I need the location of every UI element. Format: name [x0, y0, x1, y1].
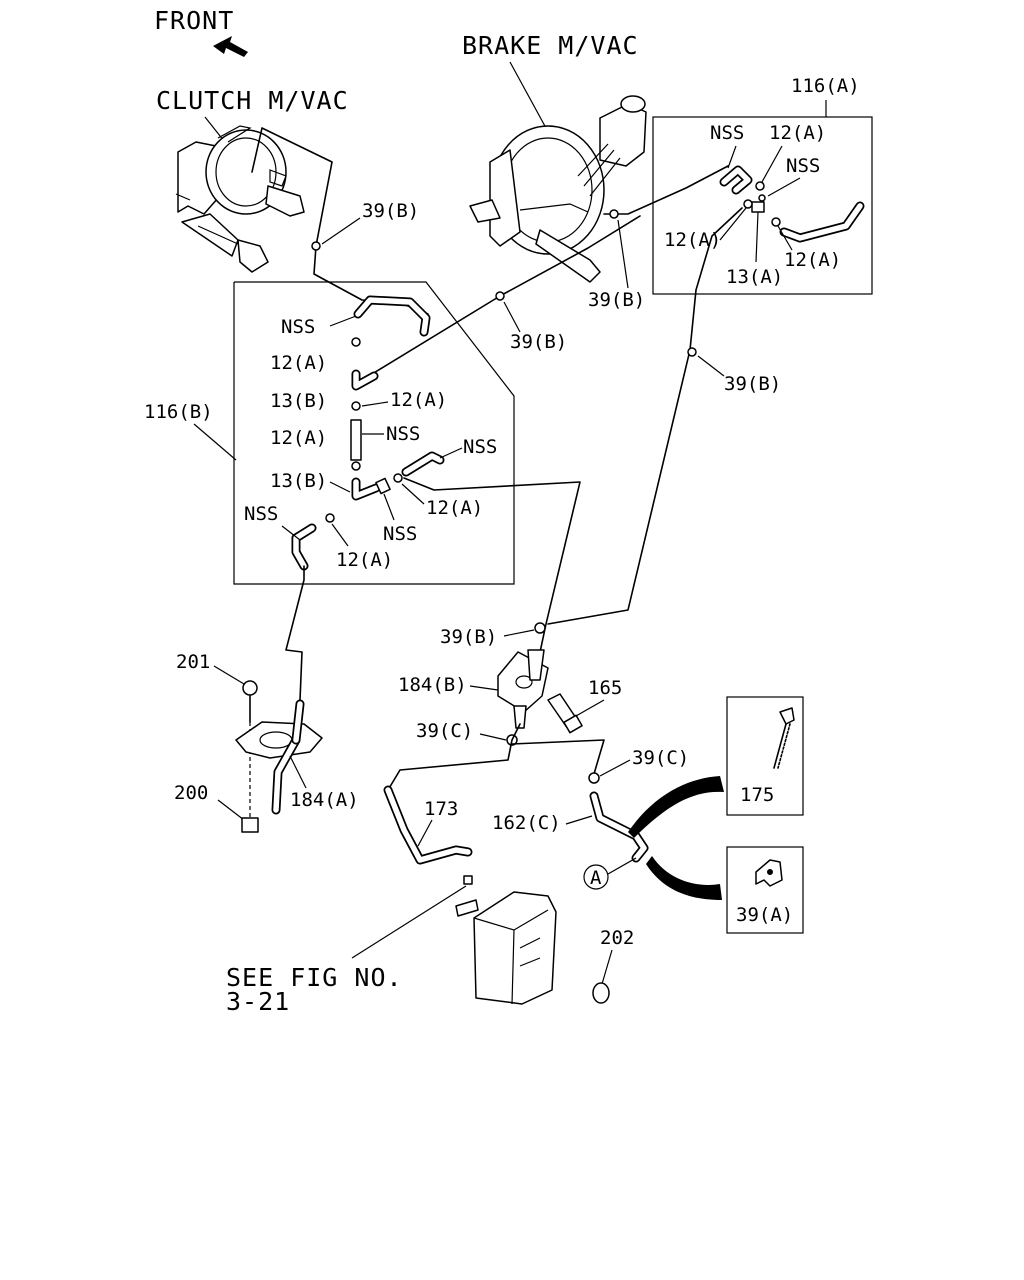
callout-b-12a-5: 12(A): [336, 549, 393, 571]
box-a-label: 116(A): [791, 75, 860, 97]
callout-200: 200: [174, 782, 208, 804]
callout-202: 202: [600, 927, 634, 949]
callout-b-12a-2: 12(A): [390, 389, 447, 411]
circle-a-marker: A: [583, 864, 609, 890]
callout-a-12a-1: 12(A): [769, 122, 826, 144]
callout-a-12a-2: 12(A): [664, 229, 721, 251]
callout-39b-1: 39(B): [362, 200, 419, 222]
callout-39a: 39(A): [736, 904, 793, 926]
callout-a-nss-2: NSS: [786, 155, 820, 177]
clip-icon: [534, 622, 546, 634]
callout-b-nss-2: NSS: [386, 423, 420, 445]
detail-pointer-39a: [646, 856, 722, 900]
brake-booster-icon: [469, 95, 647, 283]
callout-175: 175: [740, 784, 774, 806]
callout-b-nss-4: NSS: [244, 503, 278, 525]
callout-b-13b-1: 13(B): [270, 390, 327, 412]
callout-39b-5: 39(B): [440, 626, 497, 648]
detail-box-a: [652, 116, 873, 295]
box-b-label: 116(B): [144, 401, 213, 423]
svg-text:A: A: [590, 867, 602, 889]
callout-165: 165: [588, 677, 622, 699]
box-a-fittings: [719, 165, 865, 243]
callout-162c: 162(C): [492, 812, 561, 834]
detail-box-39a: [726, 846, 804, 934]
see-fig-line1: SEE FIG NO.: [226, 963, 403, 992]
callout-b-12a-3: 12(A): [270, 427, 327, 449]
callout-39b-3: 39(B): [510, 331, 567, 353]
callout-b-12a-1: 12(A): [270, 352, 327, 374]
callout-39b-4: 39(B): [724, 373, 781, 395]
callout-a-12a-3: 12(A): [784, 249, 841, 271]
bolt-icon: [242, 680, 258, 723]
callout-a-13a: 13(A): [726, 266, 783, 288]
clutch-mvac-label: CLUTCH M/VAC: [156, 86, 349, 115]
front-arrow-icon: [213, 36, 248, 57]
clip-icon: [241, 817, 259, 833]
detail-pointer-175: [628, 776, 724, 838]
box-b-fittings: [291, 295, 445, 571]
callout-173: 173: [424, 798, 458, 820]
callout-184a: 184(A): [290, 789, 359, 811]
bracket-icon: [497, 649, 549, 729]
canister-icon: [455, 875, 557, 1005]
callout-39b-2: 39(B): [588, 289, 645, 311]
bolt-icon: [547, 693, 583, 734]
bracket-icon: [235, 699, 323, 815]
callout-201: 201: [176, 651, 210, 673]
clip-icon: [755, 859, 783, 887]
brake-mvac-label: BRAKE M/VAC: [462, 31, 639, 60]
callout-184b: 184(B): [398, 674, 467, 696]
clip-icon: [773, 707, 795, 769]
grommet-icon: [592, 982, 610, 1004]
front-label: FRONT: [154, 6, 234, 35]
clip-icon: [495, 291, 505, 301]
clutch-booster-icon: [175, 125, 305, 273]
clip-icon: [687, 347, 697, 357]
callout-39c-2: 39(C): [632, 747, 689, 769]
callout-b-nss-1: NSS: [281, 316, 315, 338]
see-fig-line2: 3-21: [226, 987, 290, 1016]
detail-box-b: [233, 281, 515, 585]
callout-b-12a-4: 12(A): [426, 497, 483, 519]
clip-icon: [311, 241, 321, 251]
callout-b-13b-2: 13(B): [270, 470, 327, 492]
callout-b-nss-3: NSS: [463, 436, 497, 458]
clip-icon: [588, 772, 600, 784]
hose-173: [383, 785, 473, 865]
callout-a-nss-1: NSS: [710, 122, 744, 144]
detail-box-175: [726, 696, 804, 816]
callout-b-nss-5: NSS: [383, 523, 417, 545]
callout-39c-1: 39(C): [416, 720, 473, 742]
clip-icon: [609, 209, 619, 219]
